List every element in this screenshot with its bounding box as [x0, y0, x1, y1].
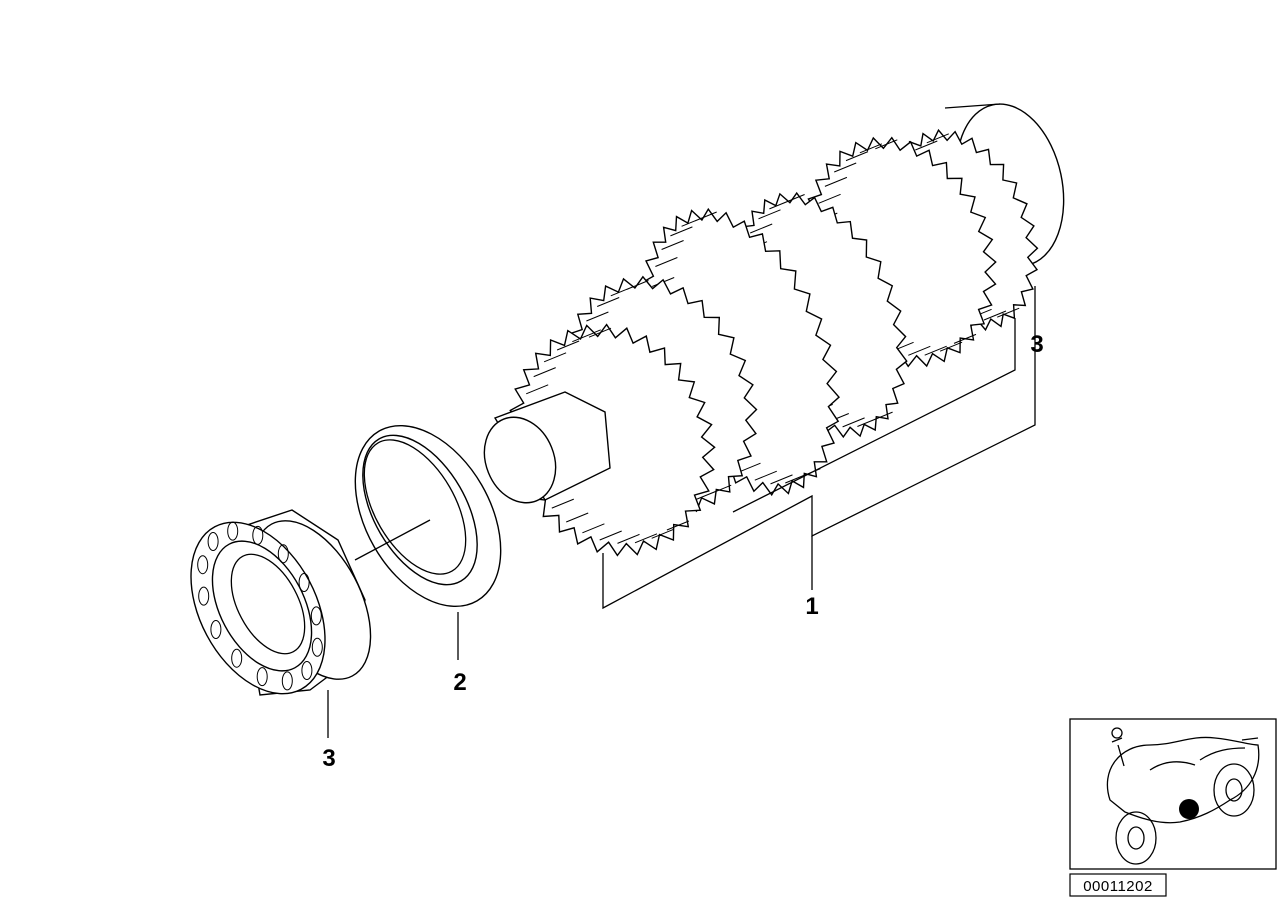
bearing-roller	[301, 661, 313, 680]
bearing-roller	[231, 648, 243, 668]
roller-bearing	[190, 509, 372, 696]
callout-2: 2	[453, 669, 466, 696]
bearing-roller	[252, 525, 264, 545]
spacer-ring	[354, 424, 502, 608]
bearing-roller	[298, 573, 310, 592]
shaft-stub	[483, 391, 611, 504]
countershaft-gear-cluster	[508, 128, 1039, 557]
axis-line	[354, 519, 431, 561]
callout-1: 1	[805, 593, 818, 620]
bearing-roller	[311, 637, 323, 657]
bearing-roller	[256, 667, 268, 687]
bearing-roller	[210, 620, 222, 639]
bearing-roller	[310, 606, 322, 626]
locator-inset	[1069, 718, 1277, 870]
callout-3-shaft-end: 3	[1030, 331, 1043, 358]
bearing-roller	[281, 671, 293, 691]
callout-3-bearing: 3	[322, 745, 335, 772]
location-marker	[1179, 799, 1199, 819]
reference-code: 00011202	[1083, 878, 1153, 895]
bearing-roller	[207, 532, 219, 551]
bearing-roller	[227, 521, 239, 541]
bearing-roller	[198, 586, 210, 606]
bearing-roller	[197, 555, 209, 575]
leader-lines	[327, 286, 1036, 738]
bearing-roller	[277, 544, 289, 564]
motorcycle-icon	[1106, 727, 1260, 865]
reference-code-box: 00011202	[1069, 873, 1167, 897]
